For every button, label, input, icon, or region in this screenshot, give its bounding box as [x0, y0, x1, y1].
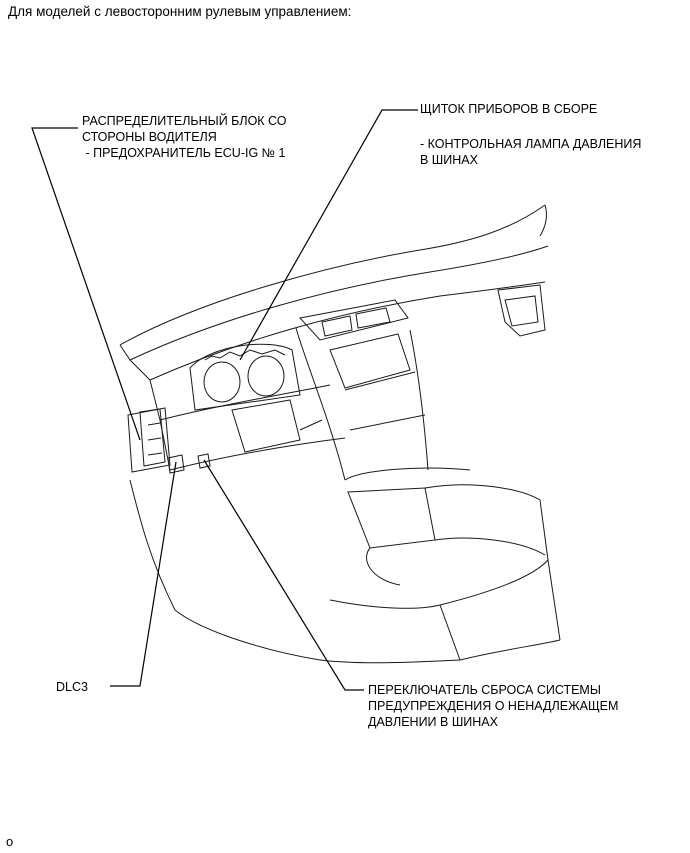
instrument-cluster-sub-label: - КОНТРОЛЬНАЯ ЛАМПА ДАВЛЕНИЯ В ШИНАХ [420, 136, 641, 168]
dashboard-drawing [119, 204, 561, 664]
dlc3-label: DLC3 [56, 680, 88, 694]
reset-switch-label: ПЕРЕКЛЮЧАТЕЛЬ СБРОСА СИСТЕМЫ ПРЕДУПРЕЖДЕ… [368, 682, 618, 730]
reset-switch-label-line-1: ПЕРЕКЛЮЧАТЕЛЬ СБРОСА СИСТЕМЫ [368, 683, 601, 697]
footer-mark: о [6, 834, 14, 849]
instrument-cluster-leader [239, 109, 418, 361]
reset-switch-label-line-3: ДАВЛЕНИИ В ШИНАХ [368, 715, 498, 729]
distribution-block-label-line-1: РАСПРЕДЕЛИТЕЛЬНЫЙ БЛОК СО [82, 114, 287, 128]
instrument-cluster-sub-line-1: - КОНТРОЛЬНАЯ ЛАМПА ДАВЛЕНИЯ [420, 137, 642, 151]
page-title: Для моделей с левосторонним рулевым упра… [8, 4, 352, 19]
distribution-block-label-line-2: СТОРОНЫ ВОДИТЕЛЯ [82, 130, 217, 144]
reset-switch-leader [203, 459, 364, 691]
distribution-block-label: РАСПРЕДЕЛИТЕЛЬНЫЙ БЛОК СО СТОРОНЫ ВОДИТЕ… [82, 113, 287, 161]
instrument-cluster-sub-line-2: В ШИНАХ [420, 153, 478, 167]
dlc3-leader [110, 461, 177, 687]
distribution-block-label-line-3: - ПРЕДОХРАНИТЕЛЬ ECU-IG № 1 [82, 146, 286, 160]
reset-switch-label-line-2: ПРЕДУПРЕЖДЕНИЯ О НЕНАДЛЕЖАЩЕМ [368, 699, 619, 713]
instrument-cluster-label: ЩИТОК ПРИБОРОВ В СБОРЕ [420, 102, 598, 116]
distribution-block-leader [31, 127, 141, 441]
